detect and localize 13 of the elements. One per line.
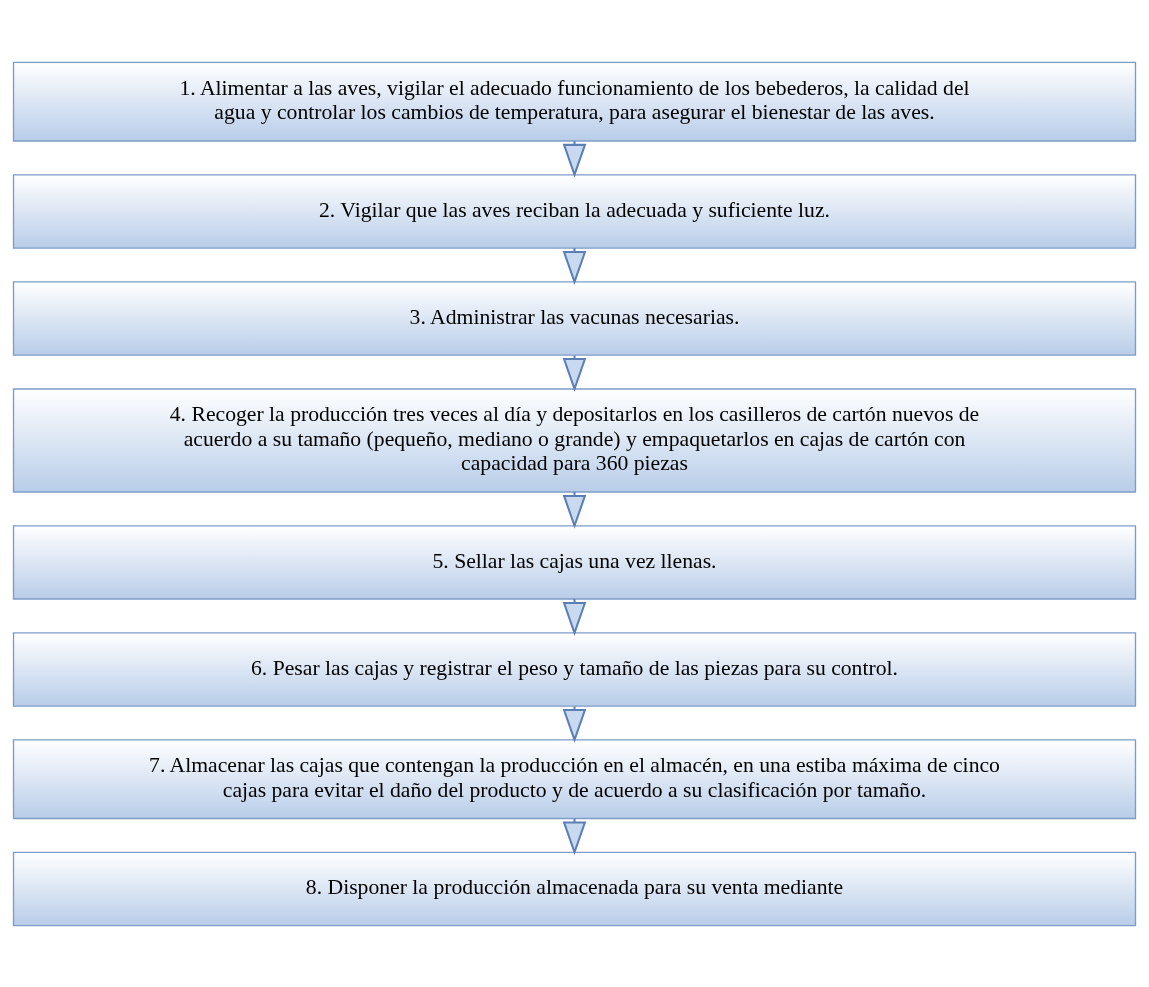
- arrow: [562, 491, 587, 529]
- node-box: 7. Almacenar las cajas que contengan la producción en el almacén, en una estiba máxima de cinco cajas para evitar el daño del producto y de acuerdo a su clasificación por tamaño.: [12, 738, 1137, 819]
- node-box: 1. Alimentar a las aves, vigilar el adecuado funcionamiento de los bebederos, la calidad del agua y controlar los cambios de temperatura, para asegurar el bienestar de las aves.: [12, 61, 1137, 142]
- node-box: 8. Disponer la producción almacenada para su venta mediante: [12, 851, 1137, 926]
- arrow: [562, 598, 587, 636]
- node-box: 5. Sellar las cajas una vez llenas.: [12, 524, 1137, 600]
- arrow: [562, 355, 587, 392]
- arrow: [562, 247, 587, 285]
- node-box: 3. Administrar las vacunas necesarias.: [12, 280, 1137, 356]
- node-box: 4. Recoger la producción tres veces al día y depositarlos en los casilleros de cartón nuevos de acuerdo a su tamaño (pequeño, mediano o grande) y empaquetarlos en cajas de cartón con capacidad para 360 piezas: [12, 387, 1137, 493]
- arrow: [562, 706, 587, 743]
- arrow: [562, 140, 587, 178]
- node-box: 2. Vigilar que las aves reciban la adecuada y suficiente luz.: [12, 173, 1137, 249]
